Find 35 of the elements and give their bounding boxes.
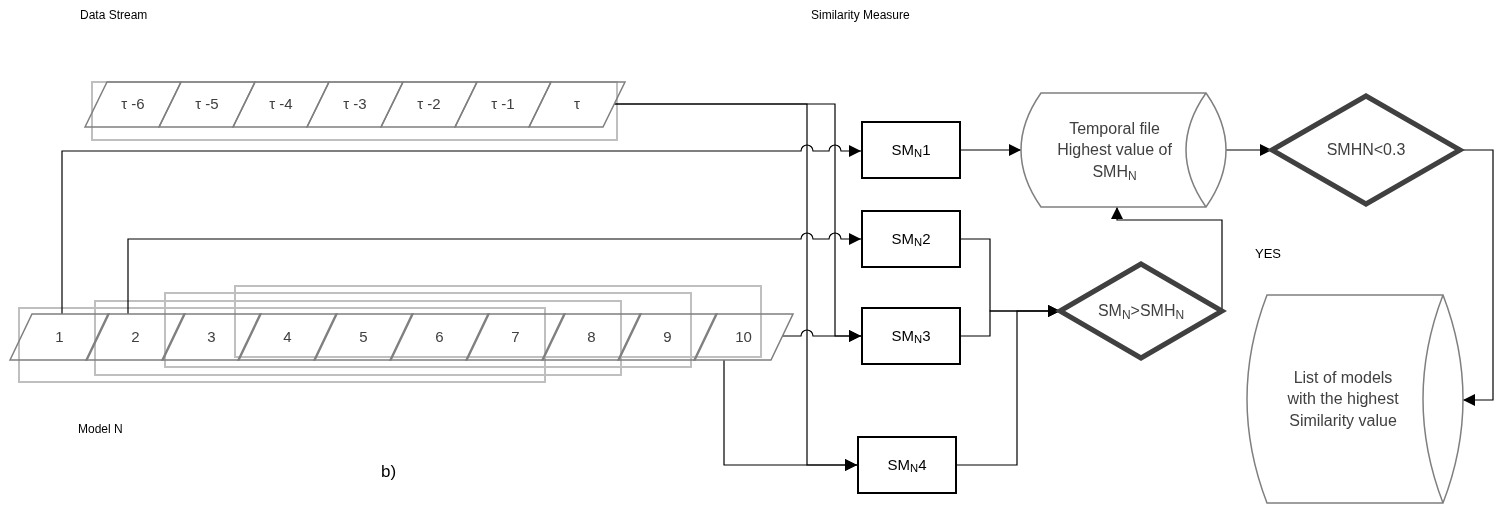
node-label: SM$_{N}$3 [891,326,931,346]
cell-label: τ [574,95,580,114]
cell-label: τ -1 [491,95,515,114]
node-label: SM$_{N}$4 [887,455,927,475]
storage-label: List of models with the highest Similarity value [1286,367,1400,431]
arrow [960,144,1022,156]
annotation-text: b) [381,461,397,483]
cell-label: 5 [359,327,368,347]
annotation-text: YES [1255,245,1281,263]
annotation-text: Data Stream [80,7,148,24]
cell-label: τ -6 [121,95,145,114]
cell-label: τ -5 [195,95,219,114]
annotation-text: Similarity Measure [811,7,910,24]
storage-label: Temporal file Highest value of SMH$_{N}$ [1056,118,1173,183]
cell-label: τ -3 [343,95,367,114]
cell-label: 2 [131,327,140,347]
cell-label: 8 [587,327,596,347]
node-label: SM$_{N}$2 [891,229,931,249]
node-label: SM$_{N}$1 [891,140,931,160]
cell-label: 1 [55,327,64,347]
cell-label: τ -2 [417,95,441,114]
cell-label: 9 [663,327,672,347]
arrow [127,232,862,315]
cell-label: 6 [435,327,444,347]
cell-label: 7 [511,327,520,347]
node-label: SM$_{N}$>SMH$_{N}$ [1097,301,1185,322]
node-label: SMHN<0.3 [1326,140,1406,161]
cell-label: 4 [283,327,292,347]
cell-label: τ -4 [269,95,293,114]
cell-label: 10 [735,327,752,347]
arrow [781,329,862,342]
arrow [723,359,858,471]
cell-label: 3 [207,327,216,347]
arrow [61,144,862,315]
annotation-text: Model N [78,421,123,438]
